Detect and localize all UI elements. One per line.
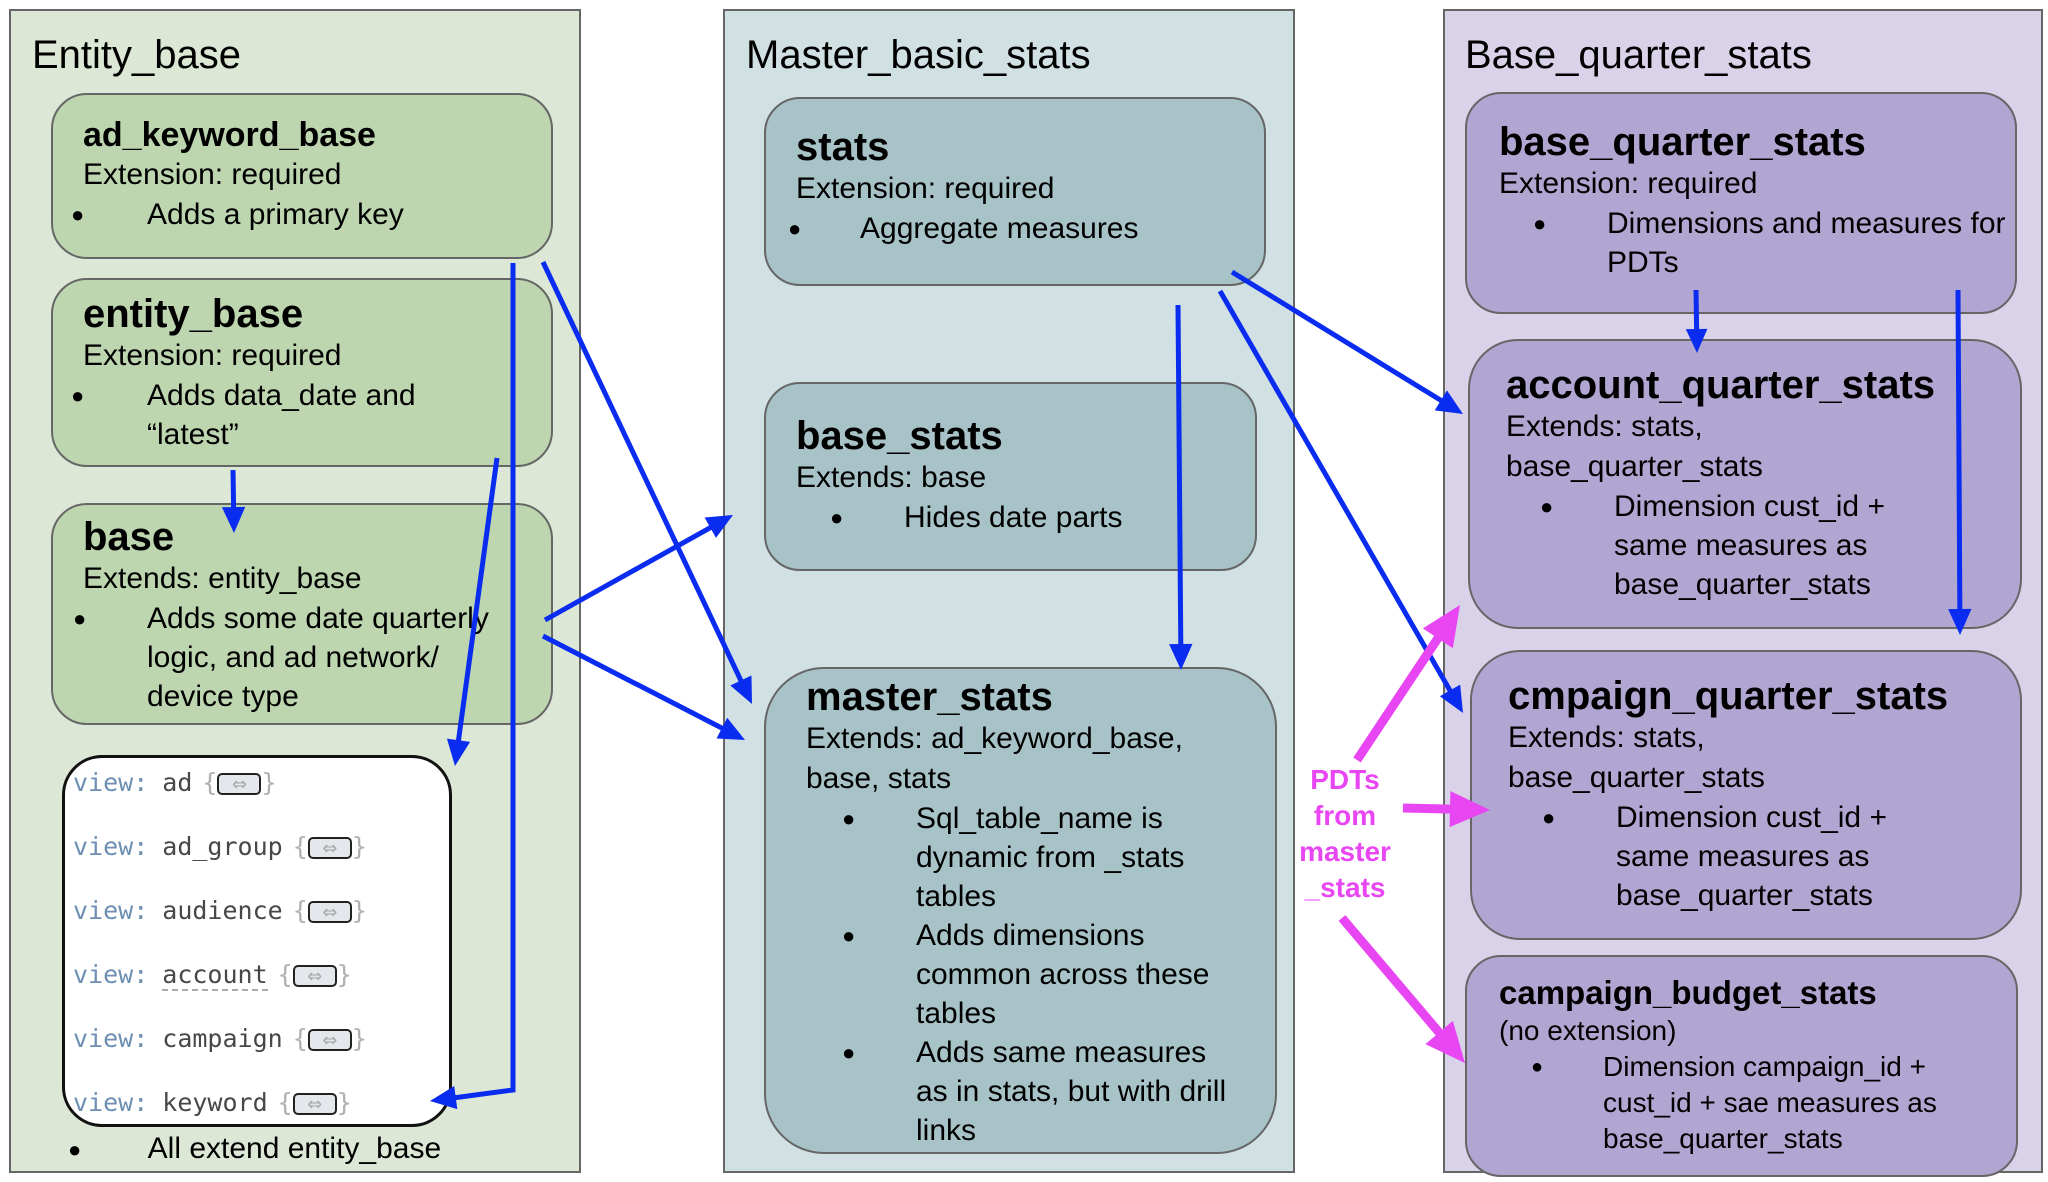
node-subtitle: (no extension) <box>1499 1015 1677 1046</box>
node-bullet: ● Dimensions and measures for PDTs <box>1499 204 2007 282</box>
node-bullet: ● Adds same measures as in stats, but wi… <box>806 1033 1236 1150</box>
expand-collapse-icon[interactable]: ⇔ <box>307 1029 352 1051</box>
node-subtitle: Extension: required <box>83 158 342 191</box>
bullet-icon: ● <box>68 1137 82 1163</box>
node-bullet: ● Dimension cust_id + same measures as b… <box>1508 798 1926 915</box>
node-bullet: ● Adds data_date and “latest” <box>71 376 447 454</box>
bullet-icon: ● <box>1531 1056 1544 1078</box>
node-subtitle: Extends: stats, base_quarter_stats <box>1506 410 1763 483</box>
view-item[interactable]: view:ad{⇔} <box>73 768 277 797</box>
bullet-icon: ● <box>71 202 85 227</box>
node-title: cmpaign_quarter_stats <box>1508 674 1949 718</box>
node-subtitle: Extends: entity_base <box>83 562 362 595</box>
node-base-stats[interactable]: base_stats Extends: base ● Hides date pa… <box>764 382 1257 571</box>
bullet-icon: ● <box>842 1040 856 1065</box>
node-title: stats <box>796 125 890 169</box>
node-base[interactable]: base Extends: entity_base ● Adds some da… <box>51 503 553 725</box>
node-base-quarter-stats[interactable]: base_quarter_stats Extension: required ●… <box>1465 92 2017 314</box>
node-cmpaign-quarter-stats[interactable]: cmpaign_quarter_stats Extends: stats, ba… <box>1470 650 2022 940</box>
node-title: base_quarter_stats <box>1499 120 1866 164</box>
edge-pdt-label-to-campaign-budget-stats <box>1338 915 1444 1037</box>
node-title: account_quarter_stats <box>1506 363 1936 407</box>
expand-collapse-icon[interactable]: ⇔ <box>292 965 337 987</box>
pdt-annotation: PDTs from master _stats <box>1299 764 1391 903</box>
node-master-stats[interactable]: master_stats Extends: ad_keyword_base, b… <box>764 667 1277 1154</box>
views-list: view:ad{⇔} view:ad_group{⇔} view:audienc… <box>62 755 452 1127</box>
bullet-icon: ● <box>842 923 856 948</box>
node-bullet: ● Dimension campaign_id + cust_id + sae … <box>1531 1051 1937 1154</box>
node-title: base <box>83 515 175 559</box>
view-item[interactable]: view:campaign{⇔} <box>73 1024 367 1053</box>
node-title: master_stats <box>806 675 1053 719</box>
panel-title: Entity_base <box>32 33 242 77</box>
node-subtitle: Extends: stats, base_quarter_stats <box>1508 721 1765 794</box>
expand-collapse-icon[interactable]: ⇔ <box>292 1093 337 1115</box>
view-item[interactable]: view:ad_group{⇔} <box>73 832 367 861</box>
bullet-icon: ● <box>71 383 85 408</box>
bullet-icon: ● <box>830 505 844 530</box>
panel-title: Base_quarter_stats <box>1465 33 1812 77</box>
views-footnote: ● All extend entity_base <box>68 1132 442 1165</box>
node-campaign-budget-stats[interactable]: campaign_budget_stats (no extension) ● D… <box>1465 955 2018 1177</box>
edge-pdt-label-to-account-quarter-stats <box>1353 634 1443 763</box>
node-subtitle: Extension: required <box>83 339 342 372</box>
node-entity-base[interactable]: entity_base Extension: required ● Adds d… <box>51 278 553 467</box>
node-title: entity_base <box>83 292 304 336</box>
panel-title: Master_basic_stats <box>746 33 1091 77</box>
bullet-icon: ● <box>1533 211 1547 236</box>
node-subtitle: Extension: required <box>796 172 1055 205</box>
node-ad-keyword-base[interactable]: ad_keyword_base Extension: required ● Ad… <box>51 93 553 259</box>
node-bullet: ● Sql_table_name is dynamic from _stats … <box>806 799 1216 916</box>
node-bullet: ● Adds some date quarterly logic, and ad… <box>73 599 527 716</box>
node-bullet: ● Dimension cust_id + same measures as b… <box>1506 487 1924 604</box>
bullet-icon: ● <box>1542 805 1556 830</box>
bullet-icon: ● <box>73 606 87 631</box>
view-item[interactable]: view:keyword{⇔} <box>73 1088 352 1117</box>
node-subtitle: Extends: base <box>796 461 987 494</box>
bullet-icon: ● <box>1540 494 1554 519</box>
node-bullet: ● Aggregate measures <box>788 209 1254 248</box>
node-subtitle: Extension: required <box>1499 167 1758 200</box>
node-bullet: ● Adds dimensions common across these ta… <box>806 916 1236 1033</box>
node-title: base_stats <box>796 414 1003 458</box>
node-account-quarter-stats[interactable]: account_quarter_stats Extends: stats, ba… <box>1468 339 2022 629</box>
node-bullet: ● Hides date parts <box>796 498 1245 537</box>
node-title: campaign_budget_stats <box>1499 974 1877 1011</box>
node-bullet: ● Adds a primary key <box>71 195 541 234</box>
view-item[interactable]: view:account{⇔} <box>73 960 352 991</box>
node-stats[interactable]: stats Extension: required ● Aggregate me… <box>764 97 1266 286</box>
bullet-icon: ● <box>842 806 856 831</box>
expand-collapse-icon[interactable]: ⇔ <box>307 901 352 923</box>
expand-collapse-icon[interactable]: ⇔ <box>307 837 352 859</box>
node-title: ad_keyword_base <box>83 116 376 154</box>
node-subtitle: Extends: ad_keyword_base, base, stats <box>806 722 1183 795</box>
view-item[interactable]: view:audience{⇔} <box>73 896 367 925</box>
expand-collapse-icon[interactable]: ⇔ <box>217 773 262 795</box>
bullet-icon: ● <box>788 216 802 241</box>
